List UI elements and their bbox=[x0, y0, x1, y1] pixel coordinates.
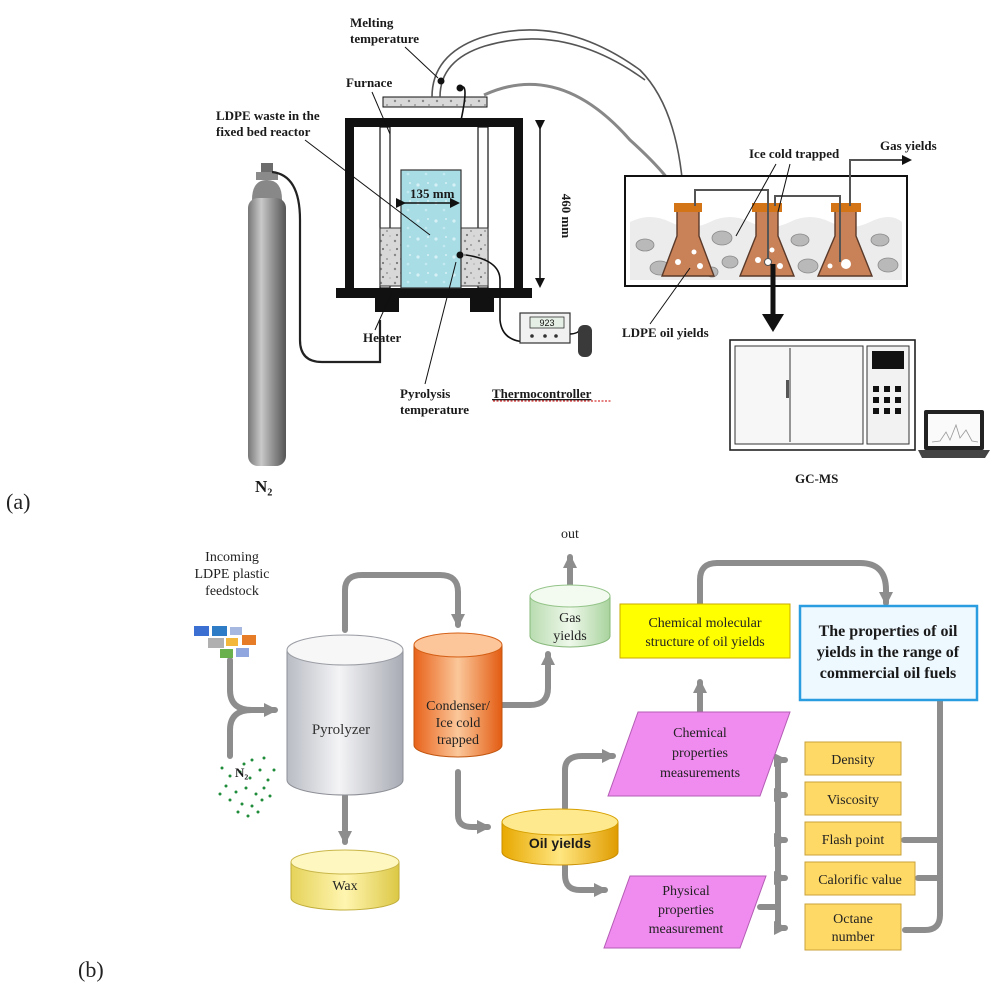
condenser bbox=[413, 632, 503, 758]
height-label: 460 mm bbox=[559, 194, 574, 239]
heater-label: Heater bbox=[363, 330, 401, 345]
chem-struct-box bbox=[619, 603, 791, 659]
n2-cylinder bbox=[248, 163, 286, 466]
properties-label-1: The properties of oil bbox=[819, 623, 958, 640]
viscosity-box bbox=[804, 781, 902, 816]
panel-b-label: (b) bbox=[78, 957, 104, 982]
density-label: Density bbox=[831, 753, 875, 768]
ice-trap bbox=[624, 159, 908, 287]
calorific-box bbox=[804, 861, 916, 896]
chem-struct-label-2: structure of oil yields bbox=[645, 635, 764, 650]
furnace bbox=[336, 96, 532, 312]
panel-b: Incoming LDPE plastic feedstock N₂ Pyrol… bbox=[78, 527, 979, 982]
properties-label-2: yields in the range of bbox=[817, 644, 960, 661]
svg-text:923: 923 bbox=[539, 318, 554, 328]
laptop bbox=[918, 410, 990, 458]
phys-props-label-2: properties bbox=[658, 903, 714, 918]
feedstock-label-3: feedstock bbox=[205, 584, 259, 599]
pyrolyzer bbox=[286, 634, 404, 796]
plastic-feedstock-icon bbox=[194, 626, 256, 658]
thermocontroller-label: Thermocontroller bbox=[492, 386, 592, 401]
gas-container bbox=[529, 584, 611, 648]
flask-3 bbox=[816, 203, 874, 277]
gcms-label: GC-MS bbox=[795, 471, 838, 486]
thermocontroller: 923 bbox=[519, 312, 592, 357]
pyrolysis-label-1: Pyrolysis bbox=[400, 386, 450, 401]
condenser-label-1: Condenser/ bbox=[426, 699, 490, 714]
wax-label: Wax bbox=[332, 879, 357, 894]
ldpe-waste-label-1: LDPE waste in the bbox=[216, 108, 320, 123]
feedstock-label-1: Incoming bbox=[205, 550, 259, 565]
phys-props-label-1: Physical bbox=[662, 884, 710, 899]
density-box bbox=[804, 741, 902, 776]
n2-b-label: N₂ bbox=[235, 765, 248, 780]
chem-props-label-1: Chemical bbox=[673, 726, 727, 741]
gas-yields-label: Gas yields bbox=[880, 138, 937, 153]
pyrolyzer-label: Pyrolyzer bbox=[312, 722, 370, 738]
condenser-label-2: Ice cold bbox=[436, 716, 481, 731]
flask-1 bbox=[660, 203, 716, 277]
properties-label-3: commercial oil fuels bbox=[820, 665, 957, 682]
flash-label: Flash point bbox=[822, 833, 885, 848]
ldpe-oil-label: LDPE oil yields bbox=[622, 325, 709, 340]
melting-label-1: Melting bbox=[350, 15, 394, 30]
chem-props-label-3: measurements bbox=[660, 766, 740, 781]
octane-box bbox=[804, 903, 902, 951]
diameter-label: 135 mm bbox=[410, 186, 455, 201]
panel-a: N₂ 135 mm 460 mm bbox=[6, 15, 990, 514]
n2-label: N₂ bbox=[255, 477, 272, 496]
gas-b-label-1: Gas bbox=[559, 611, 581, 626]
phys-props-label-3: measurement bbox=[649, 922, 724, 937]
viscosity-label: Viscosity bbox=[827, 793, 879, 808]
properties-box bbox=[798, 604, 979, 702]
wax-container bbox=[290, 849, 400, 911]
furnace-label: Furnace bbox=[346, 75, 392, 90]
condenser-label-3: trapped bbox=[437, 733, 479, 748]
panel-a-label: (a) bbox=[6, 489, 30, 514]
out-label: out bbox=[561, 527, 579, 542]
thermo-wires bbox=[431, 29, 685, 206]
gcms-instrument bbox=[729, 339, 916, 451]
phys-props-shape bbox=[603, 875, 767, 949]
n2-particles bbox=[218, 756, 276, 818]
chem-props-label-2: properties bbox=[672, 746, 728, 761]
melting-label-2: temperature bbox=[350, 31, 419, 46]
calorific-label: Calorific value bbox=[818, 873, 902, 888]
ice-cold-label: Ice cold trapped bbox=[749, 146, 840, 161]
octane-label-1: Octane bbox=[833, 912, 873, 927]
chem-props-shape bbox=[607, 711, 791, 797]
octane-label-2: number bbox=[832, 930, 875, 945]
flash-box bbox=[804, 821, 902, 856]
n2-hose bbox=[271, 170, 382, 364]
feedstock-label-2: LDPE plastic bbox=[194, 567, 269, 582]
chem-struct-label-1: Chemical molecular bbox=[648, 616, 761, 631]
gas-b-label-2: yields bbox=[553, 629, 586, 644]
pyrolysis-label-2: temperature bbox=[400, 402, 469, 417]
oil-container bbox=[501, 808, 619, 866]
oil-b-label: Oil yields bbox=[529, 835, 591, 851]
ldpe-waste-label-2: fixed bed reactor bbox=[216, 124, 311, 139]
